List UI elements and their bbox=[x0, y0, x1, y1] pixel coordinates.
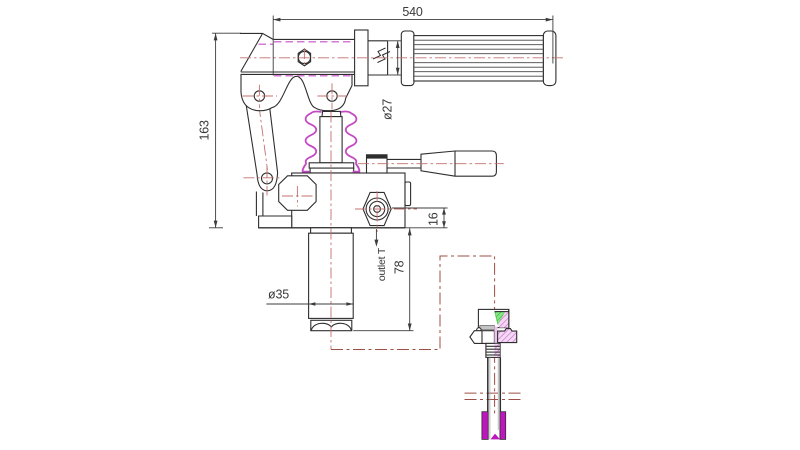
lever-stem-cap bbox=[366, 154, 387, 159]
handle-bracket bbox=[240, 73, 353, 112]
suction-sleeve-section bbox=[481, 411, 507, 440]
hidden-bore-lines bbox=[258, 41, 354, 77]
fitting-threaded-neck bbox=[485, 342, 501, 358]
dim-d27-label: ø27 bbox=[381, 99, 395, 120]
outlet-label: outlet T bbox=[376, 247, 388, 281]
fitting-section-magenta-cap bbox=[497, 311, 509, 328]
suction-fitting bbox=[469, 308, 518, 440]
centerlines bbox=[240, 48, 564, 350]
dim-78-label: 78 bbox=[392, 260, 406, 274]
bellows-skirt bbox=[301, 162, 361, 173]
grip-end-cap-left bbox=[400, 30, 415, 87]
dimension-540: 540 bbox=[272, 5, 554, 76]
body-side-plate bbox=[404, 181, 412, 207]
handle-grip bbox=[400, 30, 557, 87]
piston-rod bbox=[308, 110, 355, 174]
dim-540-label: 540 bbox=[402, 5, 423, 19]
grip-end-cap-right bbox=[542, 30, 557, 87]
dim-d35-label: ø35 bbox=[268, 288, 289, 302]
bellows-waves bbox=[304, 110, 358, 164]
dim-16-label: 16 bbox=[426, 212, 440, 226]
pump-mount-plate bbox=[255, 191, 264, 216]
outlet-annotation: outlet T bbox=[374, 229, 388, 281]
dimension-d27: ø27 bbox=[381, 40, 402, 120]
break-symbol bbox=[372, 47, 391, 63]
grip-ribs bbox=[413, 39, 544, 77]
dimension-78: 78 bbox=[353, 228, 414, 332]
dimension-163: 163 bbox=[198, 32, 241, 229]
dimension-16: 16 bbox=[392, 207, 448, 229]
base-plate-left bbox=[258, 215, 293, 229]
fitting-washer-gray bbox=[479, 325, 495, 330]
dim-163-label: 163 bbox=[198, 120, 212, 141]
fitting-flange-section bbox=[497, 328, 518, 344]
handle-socket-tube bbox=[240, 32, 355, 75]
suction-tube bbox=[487, 357, 502, 440]
dimension-d35: ø35 bbox=[266, 288, 354, 306]
dimensions: 540 163 ø27 ø35 bbox=[198, 5, 554, 332]
